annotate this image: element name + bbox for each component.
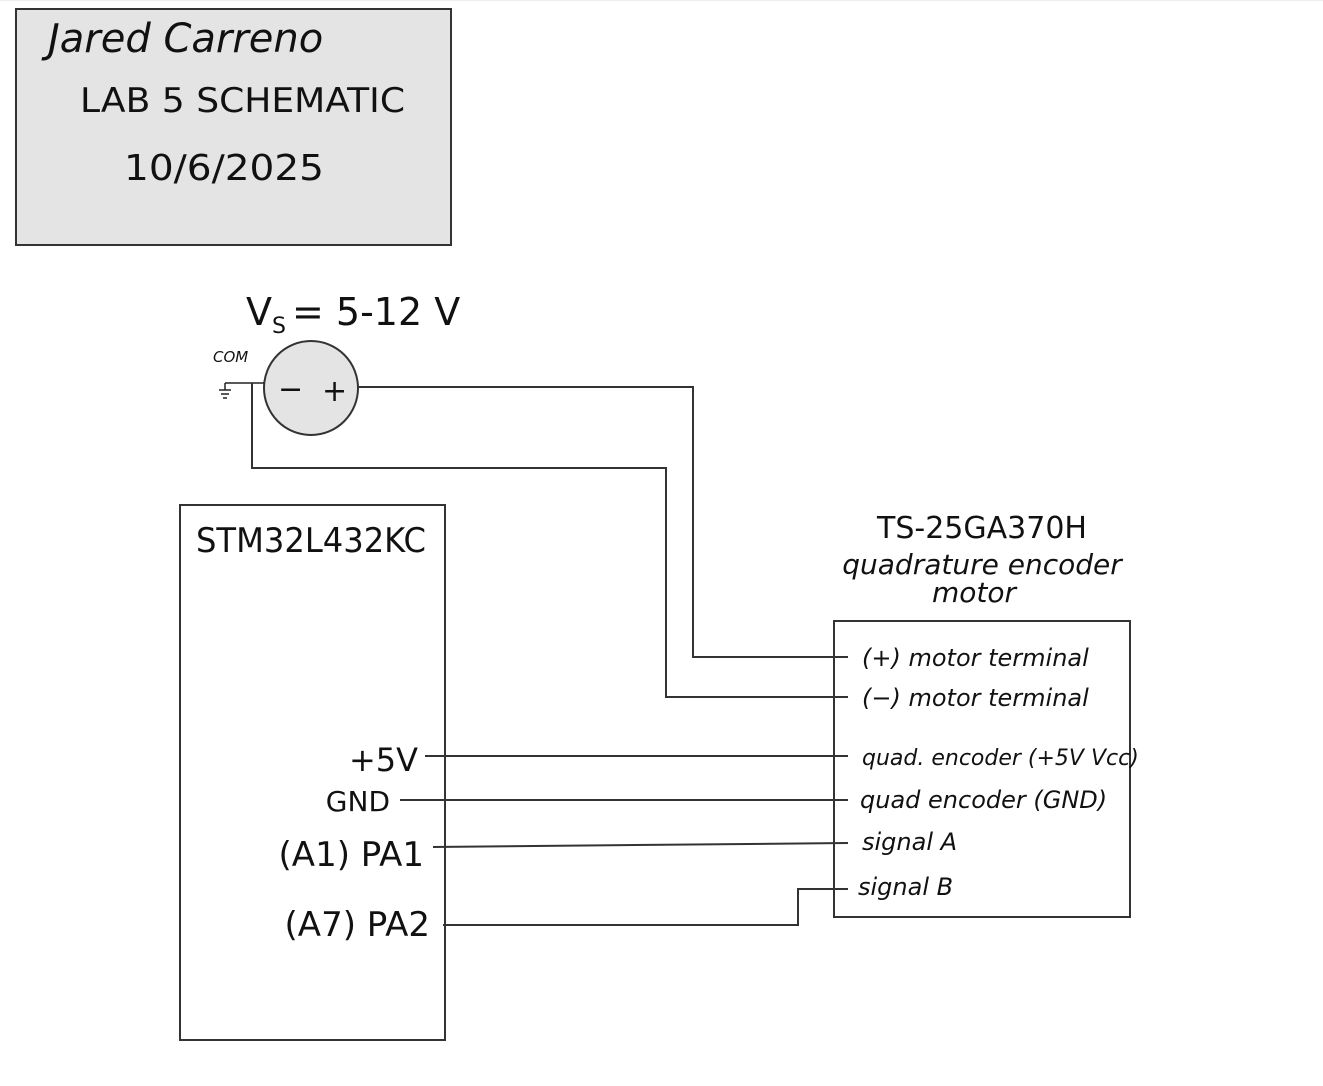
wire-pa2-to-signal-b (443, 888, 848, 926)
schematic-date: 10/6/2025 (124, 148, 324, 189)
motor-pin-encoder-gnd: quad encoder (GND) (860, 786, 1107, 814)
source-voltage-symbol: V (246, 290, 272, 334)
title-block: Jared Carreno LAB 5 SCHEMATIC 10/6/2025 (15, 8, 452, 246)
source-voltage-subscript: S (272, 314, 286, 339)
schematic-title: LAB 5 SCHEMATIC (80, 81, 405, 121)
pin-label-pa2: (A7) PA2 (285, 905, 430, 945)
wire-vs-minus-to-motor-minus (251, 383, 848, 698)
minus-sign: − (278, 372, 303, 407)
motor-pin-signal-a: signal A (862, 828, 957, 856)
wire-vs-plus-to-motor-plus (358, 386, 848, 658)
title-block-frame (15, 8, 452, 246)
ground-label: COM (213, 348, 248, 366)
motor-pin-signal-b: signal B (858, 873, 953, 901)
motor-frame (833, 620, 1131, 918)
motor-model: TS-25GA370H (876, 511, 1087, 546)
wire-pa1-to-signal-a (432, 842, 849, 848)
motor-type: motor (932, 576, 1018, 609)
pin-label-gnd: GND (326, 785, 390, 818)
source-voltage-range: = 5-12 V (292, 290, 460, 334)
plus-sign: + (322, 374, 347, 409)
pin-label-pa1: (A1) PA1 (279, 835, 424, 875)
wires (251, 383, 849, 926)
microcontroller-frame (179, 504, 446, 1041)
motor-description: quadrature encoder (842, 548, 1123, 581)
power-source: VS= 5-12 V − + COM (213, 290, 460, 436)
page-top-edge (0, 0, 1323, 1)
motor-pin-plus-terminal: (+) motor terminal (862, 644, 1089, 672)
author-name: Jared Carreno (41, 16, 323, 62)
microcontroller-name: STM32L432KC (196, 521, 426, 561)
motor-pin-encoder-vcc: quad. encoder (+5V Vcc) (862, 746, 1139, 771)
pin-label-5v: +5V (349, 741, 418, 779)
motor-block: TS-25GA370H quadrature encoder motor (+)… (833, 511, 1139, 918)
microcontroller-block: STM32L432KC +5V GND (A1) PA1 (A7) PA2 (179, 504, 446, 1041)
ground-icon (219, 382, 264, 399)
motor-pin-minus-terminal: (−) motor terminal (862, 684, 1089, 712)
source-voltage-label: VS= 5-12 V (246, 290, 460, 339)
